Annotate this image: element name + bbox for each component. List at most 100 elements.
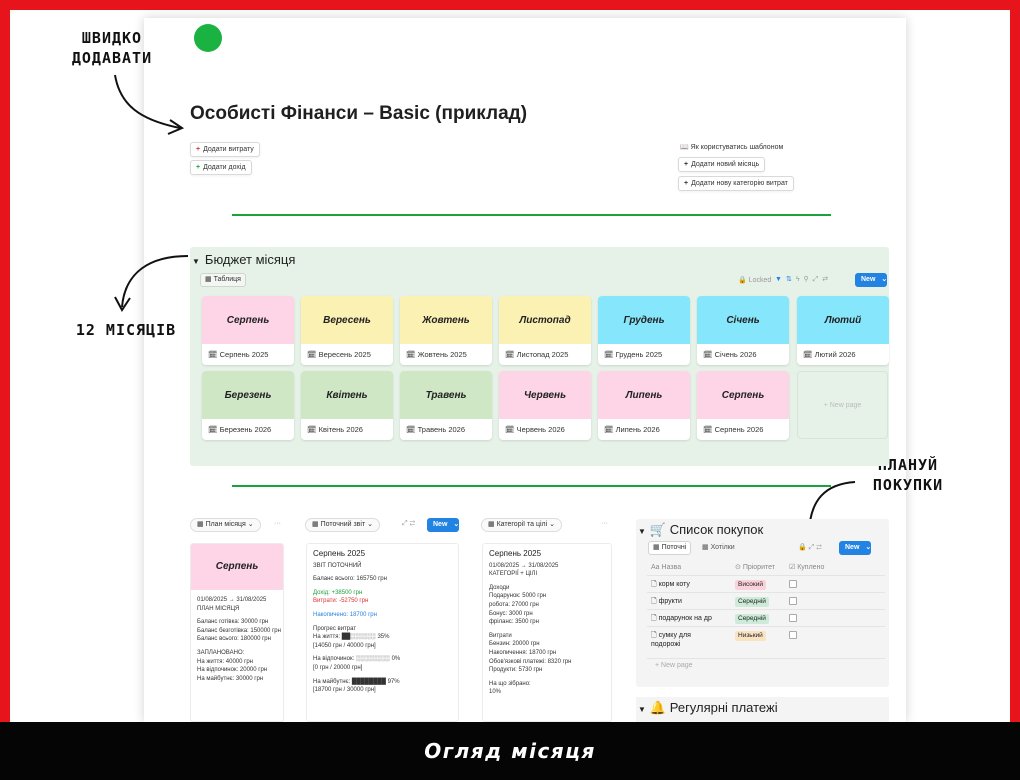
- tab-wishlist[interactable]: ▦ Хотілки: [702, 544, 735, 551]
- month-card-title: Березень: [202, 371, 294, 419]
- card-line: Витрати: -52750 грн: [313, 598, 369, 605]
- card-line: На майбутнє: ████████ 97%: [313, 678, 400, 685]
- card-line: Накопичення: 18700 грн: [489, 649, 557, 656]
- month-card[interactable]: Червень 🗓 Червень 2026: [499, 371, 591, 440]
- card-line: На що зібрано:: [489, 680, 531, 687]
- row-priority[interactable]: Середній: [735, 593, 769, 610]
- chevron-down-icon: ⌄: [865, 544, 872, 551]
- new-button[interactable]: New⌄: [839, 541, 871, 555]
- filter-icon: ▼: [775, 276, 786, 283]
- card-line: ЗВІТ ПОТОЧНИЙ: [313, 562, 362, 569]
- month-card-title: Травень: [400, 371, 492, 419]
- month-card[interactable]: Вересень🗓 Вересень 2025: [301, 296, 393, 365]
- card-line: Дохід: +38500 грн: [313, 589, 363, 596]
- row-name: 🗋 фрукти: [651, 598, 682, 605]
- row-priority[interactable]: Низький: [735, 631, 766, 641]
- month-card-date: 🗓 Серпень 2026: [703, 425, 764, 434]
- shopping-heading[interactable]: ▼🛒 Список покупок: [638, 522, 764, 537]
- col-name[interactable]: Aa Назва: [651, 564, 682, 571]
- add-income-button[interactable]: +Додати дохід: [190, 160, 252, 175]
- calendar-icon: 🗓: [406, 425, 418, 434]
- plan-view-pill[interactable]: ▦ План місяця ⌄: [190, 518, 261, 532]
- bought-checkbox[interactable]: [789, 614, 797, 622]
- payments-heading[interactable]: ▼🔔 Регулярні платежі: [638, 700, 778, 715]
- add-expense-button[interactable]: +Додати витрату: [190, 142, 260, 157]
- categories-view-pill[interactable]: ▦ Категорії та цілі ⌄: [481, 518, 563, 532]
- month-card-title: Жовтень: [400, 296, 492, 344]
- more-icon[interactable]: ···: [601, 520, 608, 527]
- plus-icon: +: [196, 146, 201, 153]
- row-priority[interactable]: Середній: [735, 610, 769, 627]
- month-card[interactable]: Травень🗓 Травень 2026: [400, 371, 492, 440]
- card-line: На відпочинок: 20000 грн: [197, 667, 268, 674]
- month-card-title: Червень: [499, 371, 591, 419]
- add-category-button[interactable]: +Додати нову категорію витрат: [678, 176, 794, 191]
- month-card[interactable]: Грудень🗓 Грудень 2025: [598, 296, 690, 365]
- month-card[interactable]: Березень🗓 Березень 2026: [202, 371, 294, 440]
- new-button[interactable]: New⌄: [427, 518, 459, 532]
- triangle-down-icon: ▼: [192, 257, 200, 266]
- month-card[interactable]: Квітень🗓 Квітень 2026: [301, 371, 393, 440]
- tab-current[interactable]: ▦ Поточні: [648, 541, 692, 555]
- locked-indicator[interactable]: 🔒 Locked: [738, 277, 772, 284]
- month-card[interactable]: Лютий🗓 Лютий 2026: [797, 296, 889, 365]
- categories-card-title: Серпень 2025: [489, 549, 542, 558]
- calendar-icon: 🗓: [703, 350, 715, 359]
- card-line: Баланс готівка: 30000 грн: [197, 619, 269, 626]
- toolbar-icons[interactable]: 🔒 ⤢ ⇄: [798, 544, 822, 551]
- bought-checkbox[interactable]: [789, 631, 797, 639]
- card-line: На життя: ██░░░░░░ 35%: [313, 634, 390, 641]
- table-row[interactable]: 🗋 фрукти Середній: [647, 593, 885, 610]
- month-card[interactable]: Липень🗓 Липень 2026: [598, 371, 690, 440]
- triangle-down-icon: ▼: [638, 705, 646, 714]
- bought-checkbox[interactable]: [789, 597, 797, 605]
- how-to-link[interactable]: 📖 Як користуватись шаблоном: [680, 144, 784, 151]
- bought-checkbox[interactable]: [789, 580, 797, 588]
- gallery-icon: ▦: [197, 521, 206, 528]
- green-status-dot: [194, 24, 222, 52]
- card-line: [0 грн / 20000 грн]: [313, 664, 363, 671]
- month-card-title: Серпень: [202, 296, 294, 344]
- month-card-title: Вересень: [301, 296, 393, 344]
- month-card[interactable]: Серпень🗓 Серпень 2026: [697, 371, 789, 440]
- current-view-pill[interactable]: ▦ Поточний звіт ⌄: [305, 518, 380, 532]
- card-line: фріланс: 3500 грн: [489, 619, 539, 626]
- card-line: [18700 грн / 30000 грн]: [313, 687, 376, 694]
- expand-icon[interactable]: ⤢ ⇄: [402, 520, 416, 527]
- month-card-date: 🗓 Червень 2026: [505, 425, 565, 434]
- arrow-quick-add: [114, 74, 185, 135]
- toolbar-icons[interactable]: ▼⇅ϟ⚲⤢⇄: [775, 275, 832, 284]
- plus-icon: +: [196, 164, 201, 171]
- month-card-date: 🗓 Листопад 2025: [505, 350, 569, 359]
- month-card[interactable]: Січень🗓 Січень 2026: [697, 296, 789, 365]
- month-card[interactable]: Серпень🗓 Серпень 2025: [202, 296, 294, 365]
- month-card[interactable]: Жовтень🗓 Жовтень 2025: [400, 296, 492, 365]
- tab-table[interactable]: ▦ Таблиця: [200, 273, 246, 287]
- add-month-button[interactable]: +Додати новий місяць: [678, 157, 766, 172]
- new-page-card[interactable]: + New page: [797, 371, 888, 439]
- new-page-row[interactable]: + New page: [655, 662, 693, 669]
- month-card[interactable]: Листопад🗓 Листопад 2025: [499, 296, 591, 365]
- page-title: Особисті Фінанси – Basic (приклад): [190, 103, 528, 124]
- col-bought[interactable]: ☑ Куплено: [789, 564, 825, 571]
- card-line: Накопичено: 18700 грн: [313, 611, 377, 618]
- annotation-12-months: 12 МІСЯЦІВ: [75, 321, 177, 339]
- col-priority[interactable]: ⊙ Пріоритет: [735, 564, 775, 571]
- triangle-down-icon: ▼: [638, 527, 646, 536]
- divider: [232, 214, 831, 216]
- card-line: Продукти: 5730 грн: [489, 667, 543, 674]
- new-button[interactable]: New⌄: [855, 273, 887, 287]
- page-icon: 🗋: [651, 581, 659, 588]
- month-card-date: 🗓 Липень 2026: [604, 425, 660, 434]
- row-priority[interactable]: Високий: [735, 576, 767, 593]
- budget-heading[interactable]: ▼Бюджет місяця: [192, 252, 296, 267]
- more-icon[interactable]: ···: [274, 520, 281, 527]
- chevron-down-icon: ⌄: [881, 276, 888, 283]
